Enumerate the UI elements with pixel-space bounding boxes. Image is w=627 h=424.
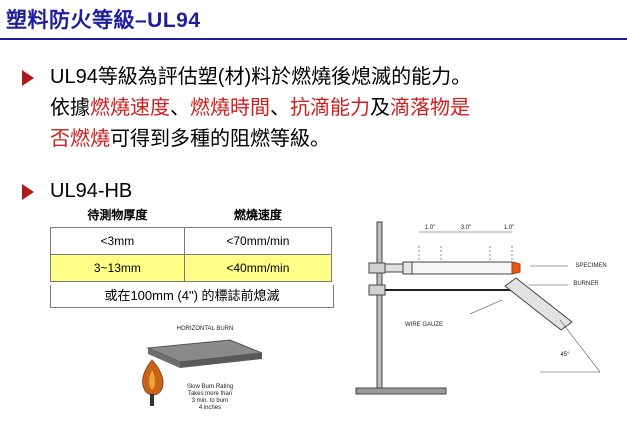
bullet-ul94-description: UL94等級為評估塑(材)料於燃燒後熄滅的能力。 依據燃燒速度、燃燒時間、抗滴能…	[22, 62, 625, 155]
horizontal-burn-illustration	[142, 339, 263, 406]
dimension-label-1in-left: 1.0"	[424, 225, 436, 231]
table-row: <3mm <70mm/min	[50, 227, 333, 255]
flame-icon	[142, 359, 164, 406]
bullet1-line2: 依據燃燒速度、燃燒時間、抗滴能力及滴落物是	[50, 97, 470, 119]
col-header-burn-rate: 燃燒速度	[233, 208, 282, 222]
burner-label: BURNER	[573, 281, 599, 287]
slow-burn-caption: Slow Burn Rating Takes more than 3 min. …	[186, 384, 234, 411]
angle-45-label: 45°	[560, 352, 570, 358]
bullet1-line1: UL94等級為評估塑(材)料於燃燒後熄滅的能力。	[50, 66, 472, 88]
bullet-ul94-hb: UL94-HB	[22, 176, 132, 207]
bullet-triangle-icon	[22, 184, 34, 200]
col-header-thickness: 待測物厚度	[87, 208, 148, 222]
dimension-label-3in: 3.0"	[460, 225, 472, 231]
horizontal-burn-label: HORIZONTAL BURN	[176, 326, 234, 332]
bullet-triangle-icon	[22, 70, 34, 86]
cell-thickness: 3~13mm	[50, 254, 185, 282]
table-note: 或在100mm (4") 的標誌前熄滅	[50, 285, 334, 308]
table-row-highlighted: 3~13mm <40mm/min	[50, 254, 333, 282]
hb-criteria-table: 待測物厚度 燃燒速度 <3mm <70mm/min 3~13mm <40mm/m…	[50, 206, 333, 282]
specimen-label: SPECIMEN	[575, 263, 607, 269]
bullet1-line3: 否燃燒可得到多種的阻燃等級。	[50, 128, 330, 150]
title-underline	[0, 38, 627, 40]
cell-burn-rate: <40mm/min	[183, 254, 333, 282]
cell-burn-rate: <70mm/min	[183, 227, 333, 255]
page-title: 塑料防火等級–UL94	[6, 9, 201, 32]
dimension-label-1in-right: 1.0"	[503, 225, 515, 231]
hb-test-apparatus-diagram	[355, 221, 601, 395]
wire-gauze-label: WIRE GAUZE	[404, 322, 443, 328]
